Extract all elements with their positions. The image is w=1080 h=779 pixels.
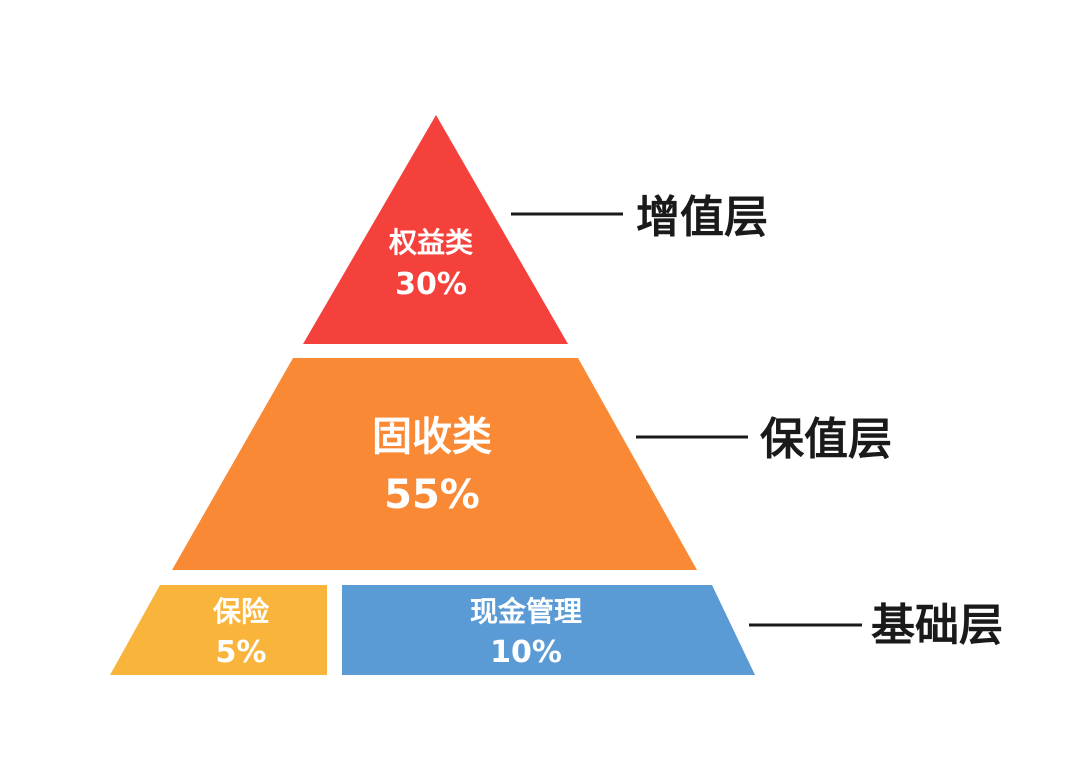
bottom-insurance-segment (110, 585, 327, 675)
cash-management-value: 10% (490, 635, 562, 670)
top-layer-label: 增值层 (636, 192, 768, 243)
cash-management-name: 现金管理 (470, 595, 582, 628)
middle-layer-label: 保值层 (760, 414, 892, 465)
middle-tier-trapezoid (172, 358, 697, 570)
insurance-name: 保险 (213, 595, 270, 628)
top-tier-value: 30% (395, 267, 467, 302)
top-tier-name: 权益类 (388, 226, 473, 259)
bottom-cash-management-segment (342, 585, 755, 675)
middle-tier-value: 55% (384, 472, 480, 518)
bottom-layer-label: 基础层 (871, 600, 1003, 651)
middle-tier-name: 固收类 (372, 414, 492, 460)
insurance-value: 5% (216, 635, 267, 670)
top-tier-triangle (303, 115, 568, 344)
